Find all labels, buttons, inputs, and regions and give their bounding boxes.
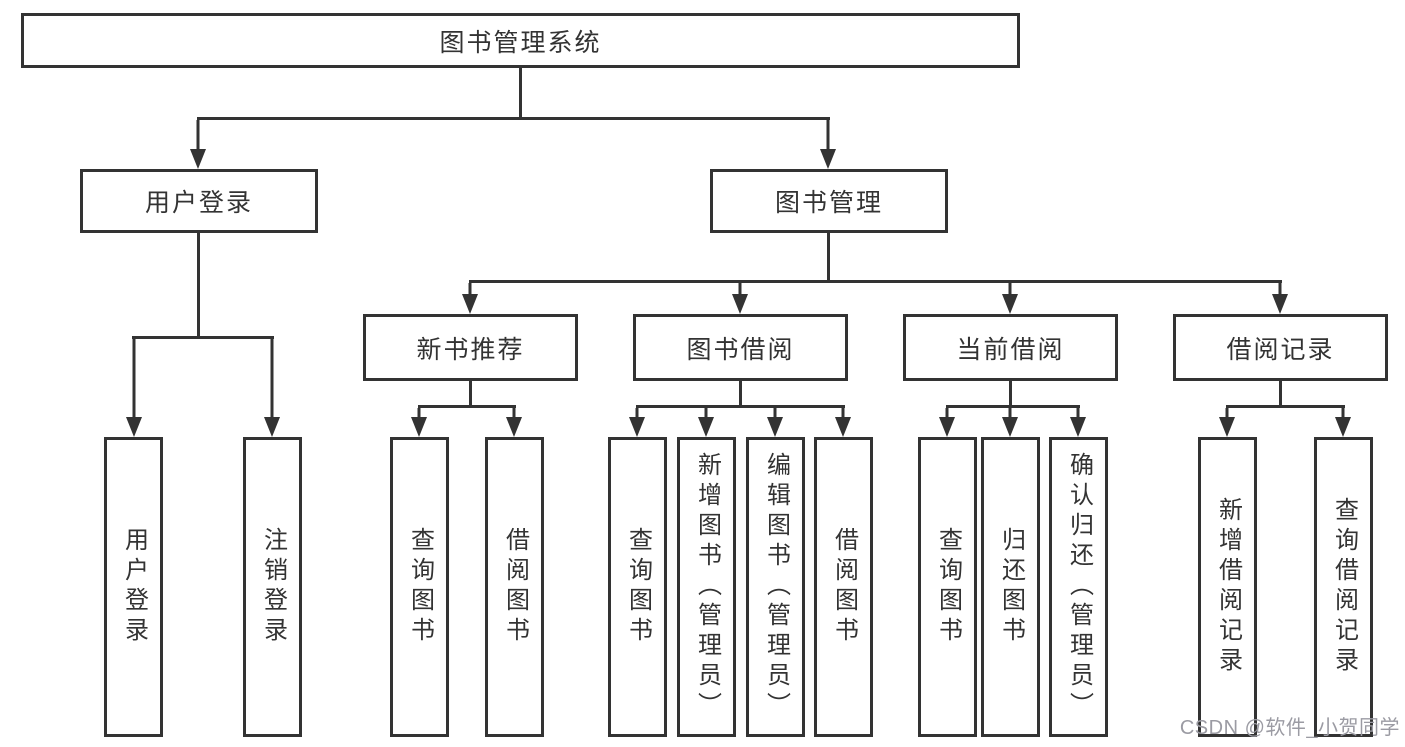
arrowhead-down-icon [1002, 408, 1018, 437]
node-new-book-recommend: 新书推荐 [363, 314, 578, 381]
leaf-return-books: 归还图书 [981, 437, 1040, 737]
leaf-query-books: 查询图书 [390, 437, 449, 737]
leaf-query-borrow-record: 查询借阅记录 [1314, 437, 1373, 737]
connector-bookmgmt-horizontal [469, 280, 1282, 283]
leaf-logout: 注销登录 [243, 437, 302, 737]
arrowhead-down-icon [1070, 408, 1086, 437]
arrowhead-down-icon [1335, 408, 1351, 437]
connector-recommend-horizontal [418, 405, 516, 408]
leaf-label: 借阅图书 [830, 527, 858, 647]
leaf-edit-books-admin: 编辑图书（管理员） [746, 437, 805, 737]
connector-records-vertical [1279, 381, 1282, 408]
arrowhead-down-icon [820, 120, 836, 169]
leaf-label: 新增借阅记录 [1214, 497, 1242, 677]
leaf-borrow-books: 借阅图书 [485, 437, 544, 737]
leaf-label: 新增图书（管理员） [693, 452, 721, 722]
leaf-label: 确认归还（管理员） [1065, 452, 1093, 722]
connector-userlogin-vertical [197, 233, 200, 339]
arrowhead-down-icon [506, 408, 522, 437]
arrowhead-down-icon [835, 408, 851, 437]
connector-userlogin-horizontal [132, 336, 274, 339]
leaf-user-login: 用户登录 [104, 437, 163, 737]
arrowhead-down-icon [411, 408, 427, 437]
connector-current-horizontal [946, 405, 1080, 408]
arrowhead-down-icon [629, 408, 645, 437]
leaf-label: 用户登录 [120, 527, 148, 647]
arrowhead-down-icon [264, 339, 280, 437]
leaf-label: 查询图书 [624, 527, 652, 647]
connector-root-horizontal [197, 117, 830, 120]
arrowhead-down-icon [190, 120, 206, 169]
arrowhead-down-icon [732, 283, 748, 314]
connector-recommend-vertical [469, 381, 472, 408]
arrowhead-down-icon [126, 339, 142, 437]
node-borrow-records: 借阅记录 [1173, 314, 1388, 381]
node-book-borrow: 图书借阅 [633, 314, 848, 381]
leaf-label: 借阅图书 [501, 527, 529, 647]
leaf-query-books: 查询图书 [918, 437, 977, 737]
connector-borrow-vertical [739, 381, 742, 408]
leaf-label: 查询图书 [406, 527, 434, 647]
arrowhead-down-icon [698, 408, 714, 437]
node-current-borrow: 当前借阅 [903, 314, 1118, 381]
leaf-label: 注销登录 [259, 527, 287, 647]
leaf-label: 查询借阅记录 [1330, 497, 1358, 677]
leaf-add-borrow-record: 新增借阅记录 [1198, 437, 1257, 737]
arrowhead-down-icon [1219, 408, 1235, 437]
connector-borrow-horizontal [636, 405, 845, 408]
node-system-root: 图书管理系统 [21, 13, 1020, 68]
arrowhead-down-icon [767, 408, 783, 437]
leaf-borrow-books: 借阅图书 [814, 437, 873, 737]
leaf-label: 查询图书 [934, 527, 962, 647]
leaf-query-books: 查询图书 [608, 437, 667, 737]
node-book-management: 图书管理 [710, 169, 948, 233]
connector-bookmgmt-vertical [827, 233, 830, 283]
arrowhead-down-icon [1272, 283, 1288, 314]
leaf-confirm-return-admin: 确认归还（管理员） [1049, 437, 1108, 737]
connector-root-vertical [519, 68, 522, 120]
leaf-label: 归还图书 [997, 527, 1025, 647]
connector-current-vertical [1009, 381, 1012, 408]
leaf-add-books-admin: 新增图书（管理员） [677, 437, 736, 737]
arrowhead-down-icon [1002, 283, 1018, 314]
arrowhead-down-icon [939, 408, 955, 437]
node-user-login: 用户登录 [80, 169, 318, 233]
csdn-watermark: CSDN @软件_小贺同学 [1179, 717, 1400, 739]
leaf-label: 编辑图书（管理员） [762, 452, 790, 722]
connector-records-horizontal [1226, 405, 1345, 408]
arrowhead-down-icon [462, 283, 478, 314]
